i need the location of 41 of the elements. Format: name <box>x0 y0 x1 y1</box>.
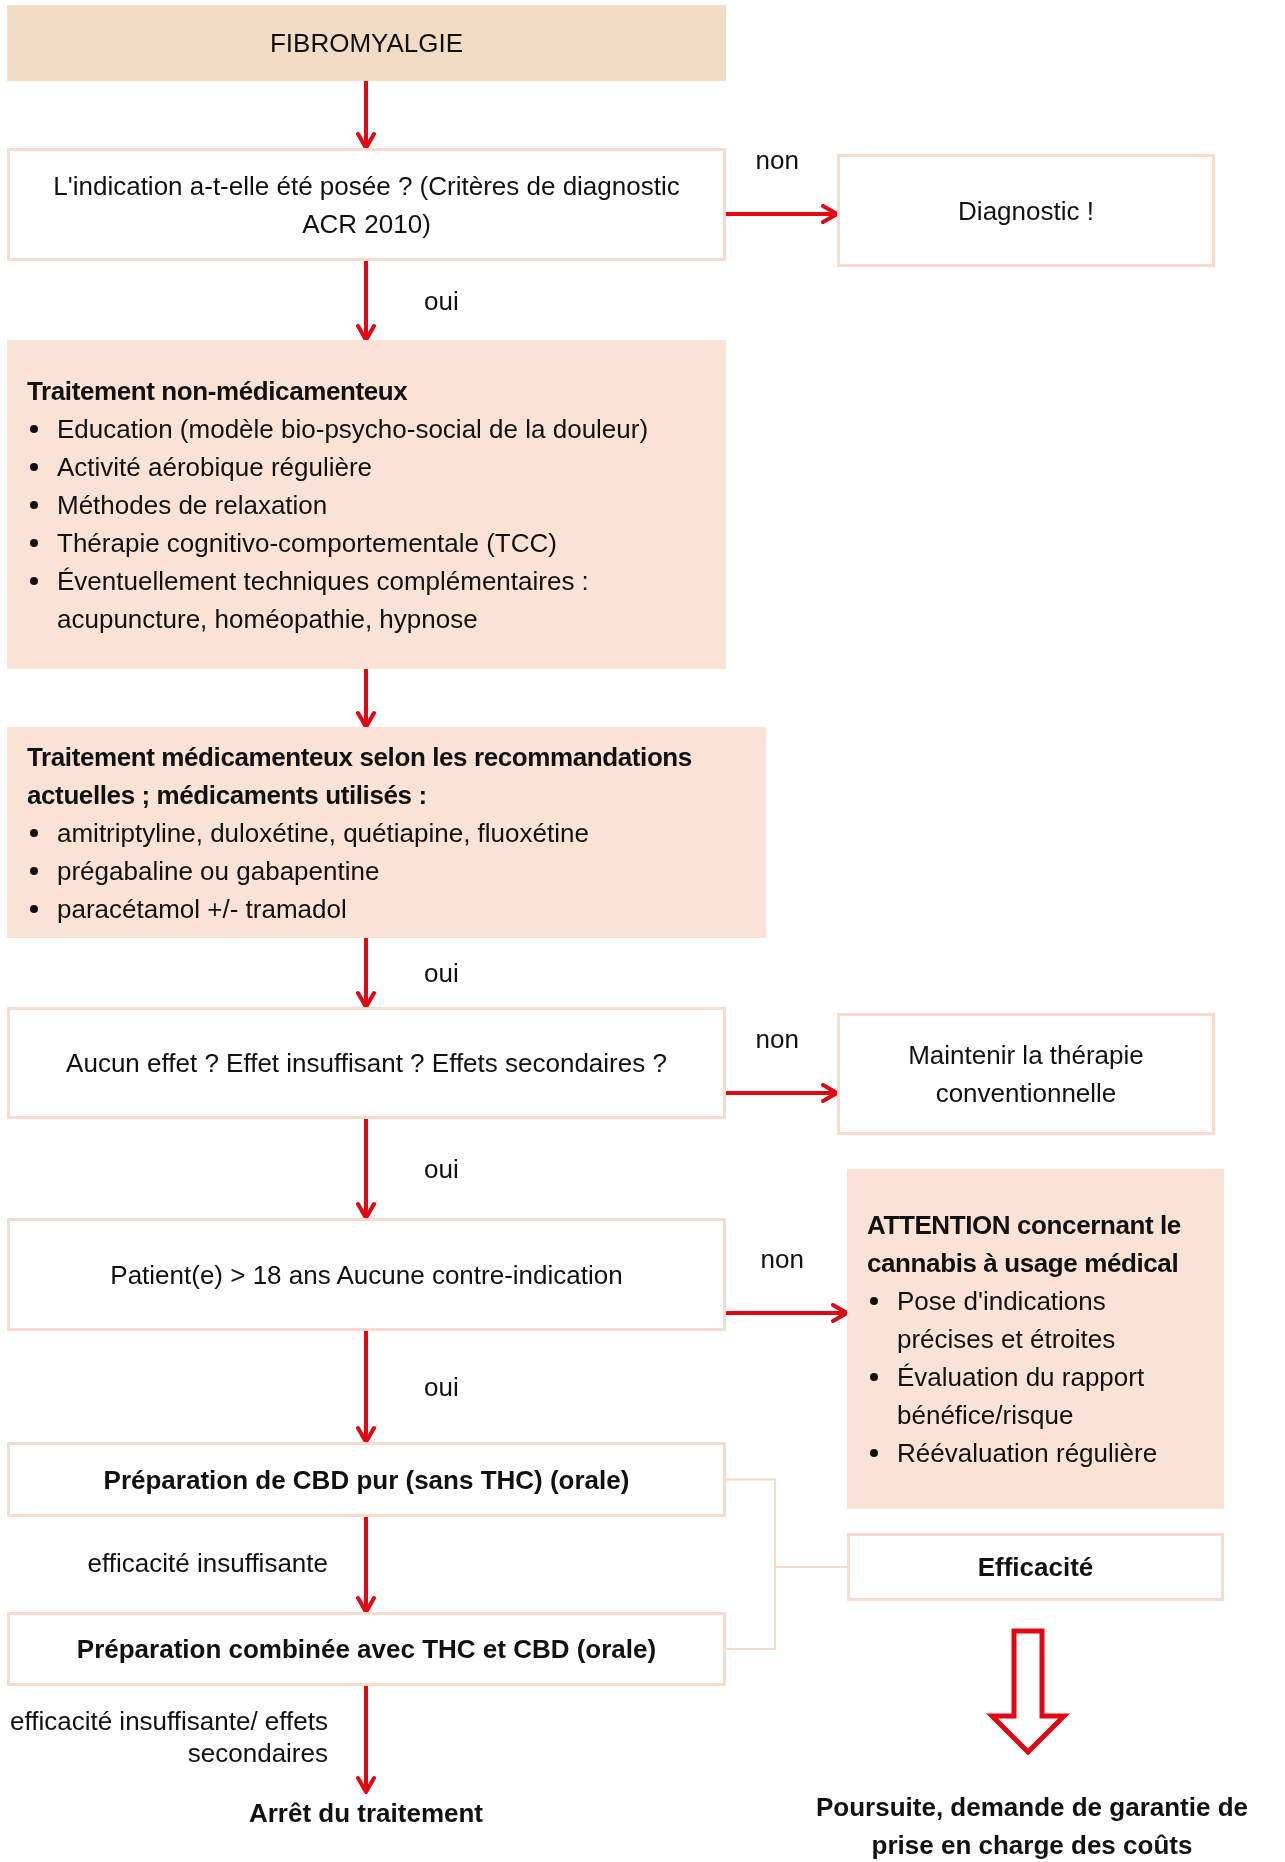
bullet-item: Activité aérobique régulière <box>27 447 706 486</box>
arrow <box>356 669 376 729</box>
title-box: FIBROMYALGIE <box>7 5 726 81</box>
arrow <box>726 1303 849 1323</box>
arrow <box>356 81 376 150</box>
bullet-item: Éventuellement techniques complémentaires : acupuncture, homéopathie, hypnose <box>27 561 706 638</box>
step-box: Préparation combinée avec THC et CBD (orale) <box>7 1612 726 1686</box>
bullet-item: paracétamol +/- tramadol <box>27 889 746 928</box>
bullet-item: Education (modèle bio-psycho-social de la douleur) <box>27 409 706 448</box>
step-box: Préparation de CBD pur (sans THC) (orale) <box>7 1442 726 1517</box>
end-text: Poursuite, demande de garantie de prise en charge des coûts <box>782 1792 1282 1860</box>
connector-line <box>725 1566 848 1650</box>
bullet-item: Méthodes de relaxation <box>27 485 706 524</box>
treatment-box <box>7 727 766 938</box>
arrow <box>726 204 839 224</box>
decision-box: L'indication a-t-elle été posée ? (Critères de diagnostic ACR 2010) <box>7 148 726 261</box>
box-heading: Traitement non-médicamenteux <box>27 374 409 408</box>
block-arrow <box>985 1628 1071 1756</box>
bullet-item: amitriptyline, duloxétine, quétiapine, fluoxétine <box>27 813 746 852</box>
treatment-box <box>7 340 726 669</box>
decision-box: Aucun effet ? Effet insuffisant ? Effets secondaires ? <box>7 1007 726 1119</box>
bullet-item: Pose d'indications précises et étroites <box>867 1282 1204 1358</box>
arrow <box>726 1083 839 1103</box>
result-box: Diagnostic ! <box>837 154 1215 267</box>
warning-box <box>847 1169 1224 1509</box>
arrow <box>356 1331 376 1444</box>
arrow <box>356 938 376 1009</box>
end-text: Arrêt du traitement <box>200 1792 532 1834</box>
bullet-item: Thérapie cognitivo-comportementale (TCC) <box>27 523 706 562</box>
bullet-item: Évaluation du rapport bénéfice/risque <box>867 1358 1204 1434</box>
result-box: Efficacité <box>847 1533 1224 1601</box>
arrow <box>356 1686 376 1794</box>
box-heading: ATTENTION concernant le cannabis à usage médical <box>867 1209 1182 1280</box>
decision-box: Patient(e) > 18 ans Aucune contre-indication <box>7 1218 726 1331</box>
arrow <box>356 1119 376 1220</box>
result-box: Maintenir la thérapie conventionnelle <box>837 1013 1215 1135</box>
arrow <box>356 1517 376 1614</box>
box-heading: Traitement médicamenteux selon les recommandations actuelles ; médicaments utilisés : <box>27 740 693 812</box>
bullet-item: Réévaluation régulière <box>867 1434 1204 1472</box>
bullet-item: prégabaline ou gabapentine <box>27 851 746 890</box>
arrow <box>356 261 376 342</box>
